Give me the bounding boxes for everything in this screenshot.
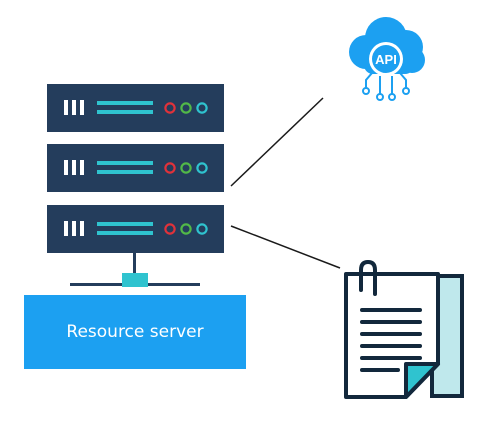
led-red — [164, 162, 176, 174]
clipped-document-icon — [344, 259, 464, 399]
link-server-to-api — [230, 97, 324, 187]
cloud-api-icon: API — [349, 17, 425, 101]
led-red — [164, 223, 176, 235]
led-teal — [196, 102, 208, 114]
link-server-to-document — [230, 225, 341, 269]
api-badge-text: API — [375, 52, 397, 67]
server-unit-2 — [47, 144, 224, 192]
resource-server-label: Resource server — [24, 295, 246, 369]
led-teal — [196, 162, 208, 174]
led-red — [164, 102, 176, 114]
led-green — [180, 223, 192, 235]
led-green — [180, 162, 192, 174]
server-unit-1 — [47, 84, 224, 132]
led-green — [180, 102, 192, 114]
led-teal — [196, 223, 208, 235]
resource-server-text: Resource server — [66, 322, 204, 342]
server-rack — [47, 84, 224, 253]
server-unit-3 — [47, 205, 224, 253]
network-connector — [70, 253, 200, 287]
